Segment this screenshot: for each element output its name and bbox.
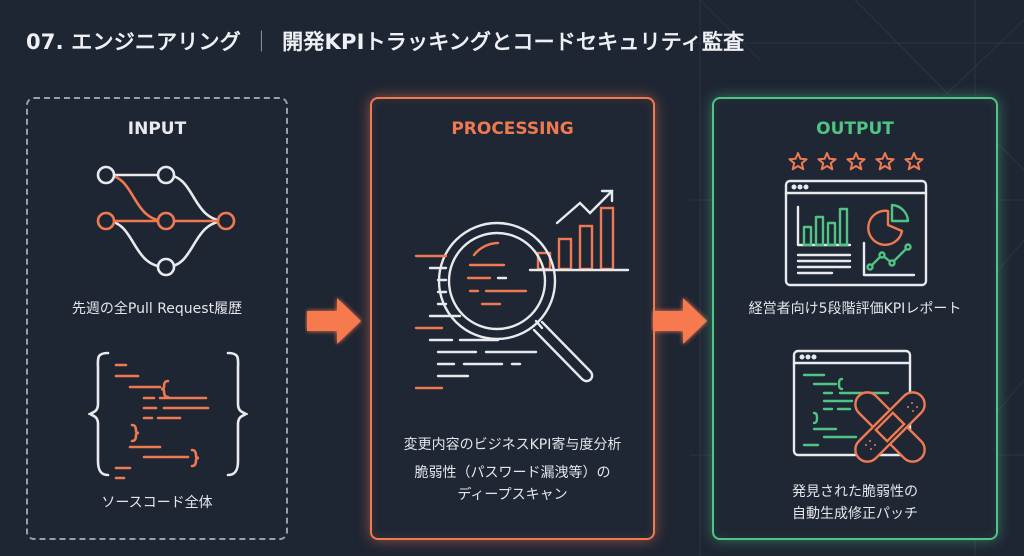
output-panel: OUTPUT 経営者向け5段階 [712, 97, 998, 540]
input-panel-title: INPUT [127, 119, 187, 139]
title-prefix: 07. エンジニアリング [26, 30, 241, 54]
output-panel-title: OUTPUT [816, 119, 894, 139]
input-item-source-code-label: ソースコード全体 [101, 495, 213, 511]
star-icon [788, 152, 808, 171]
output-item-patch-label-line1: 発見された脆弱性の [792, 484, 918, 500]
magnifier-analytics-icon [414, 189, 630, 390]
flow-arrow-input-to-processing [307, 298, 361, 344]
star-icon [817, 152, 837, 171]
star-icon [846, 152, 866, 171]
output-item-patch-label-line2: 自動生成修正パッチ [792, 506, 918, 522]
title-main: 開発KPIトラッキングとコードセキュリティ監査 [282, 30, 745, 54]
input-item-pr-history-label: 先週の全Pull Request履歴 [71, 301, 243, 317]
five-star-rating-icon [788, 152, 924, 171]
title-separator: ｜ [250, 30, 273, 54]
page-title: 07. エンジニアリング ｜ 開発KPIトラッキングとコードセキュリティ監査 [26, 26, 744, 56]
output-item-kpi-report-label: 経営者向け5段階評価KPIレポート [748, 301, 962, 317]
input-panel: INPUT 先週の全Pull Request履歴 [26, 97, 288, 540]
star-icon [904, 152, 924, 171]
processing-panel: PROCESSING [370, 97, 655, 540]
processing-panel-title: PROCESSING [451, 119, 574, 139]
processing-item-vuln-scan-label-line2: ディープスキャン [457, 487, 568, 503]
kpi-dashboard-icon [784, 179, 928, 287]
processing-item-kpi-analysis-label: 変更内容のビジネスKPI寄与度分析 [403, 437, 622, 453]
processing-item-vuln-scan-label-line1: 脆弱性（パスワード漏洩等）の [414, 465, 611, 481]
rating-stars [786, 151, 926, 173]
code-patch-icon [792, 349, 926, 463]
source-code-icon [88, 351, 248, 480]
star-icon [875, 152, 895, 171]
flow-arrow-processing-to-output [653, 298, 707, 344]
git-branch-icon [96, 165, 236, 277]
